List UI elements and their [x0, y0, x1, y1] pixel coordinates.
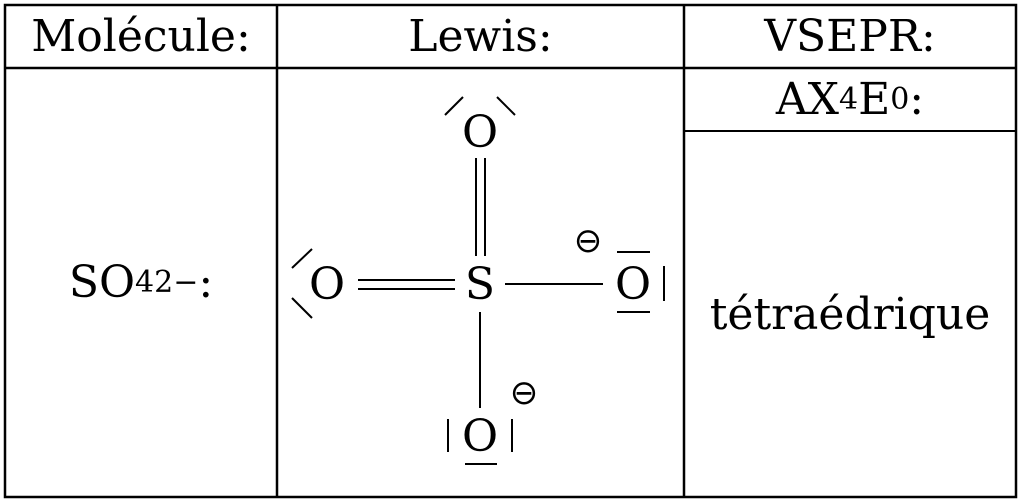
formula-colon: :	[198, 257, 214, 308]
lewis-top-oxygen: O	[462, 107, 498, 158]
geometry-label: tétraédrique	[709, 288, 991, 340]
header-vsepr: VSEPR:	[764, 11, 936, 62]
charge-bottom: ⊖	[510, 373, 539, 413]
lewis-right-oxygen: O	[615, 259, 651, 310]
lone-pair-left-top	[291, 248, 313, 269]
charge-right: ⊖	[574, 221, 603, 261]
lewis-structure: O S O O ⊖ O ⊖	[291, 96, 665, 465]
lone-pair-top-right	[496, 96, 516, 116]
lewis-left-oxygen: O	[309, 259, 345, 310]
lone-pair-left-bottom	[291, 297, 313, 319]
formula-base: SO	[68, 257, 136, 308]
lewis-central-sulfur: S	[465, 259, 495, 310]
lewis-bottom-oxygen: O	[462, 411, 498, 462]
header-lewis: Lewis:	[408, 11, 553, 62]
lone-pair-top-left	[444, 96, 464, 116]
table-border	[3, 3, 1018, 499]
header-molecule: Molécule:	[31, 11, 251, 62]
